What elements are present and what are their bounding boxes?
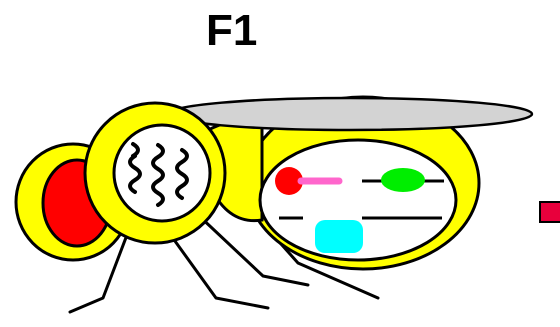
wing [166,96,534,132]
gene-red-dot [275,167,303,195]
gene-green-oval [381,168,425,192]
leg-1 [68,225,132,314]
gene-cyan-block [315,220,363,253]
leg-2 [165,228,270,310]
generation-title: F1 [206,6,258,55]
chromatin-strand-3 [175,148,189,200]
chromatin-strand-1 [128,142,142,194]
genome-panel [258,138,458,262]
offscreen-arrow-icon [539,201,560,223]
chromatin-strand-2 [151,143,165,207]
leg-3 [194,211,310,287]
nucleus [112,123,212,223]
chromatin-icon [128,142,189,207]
